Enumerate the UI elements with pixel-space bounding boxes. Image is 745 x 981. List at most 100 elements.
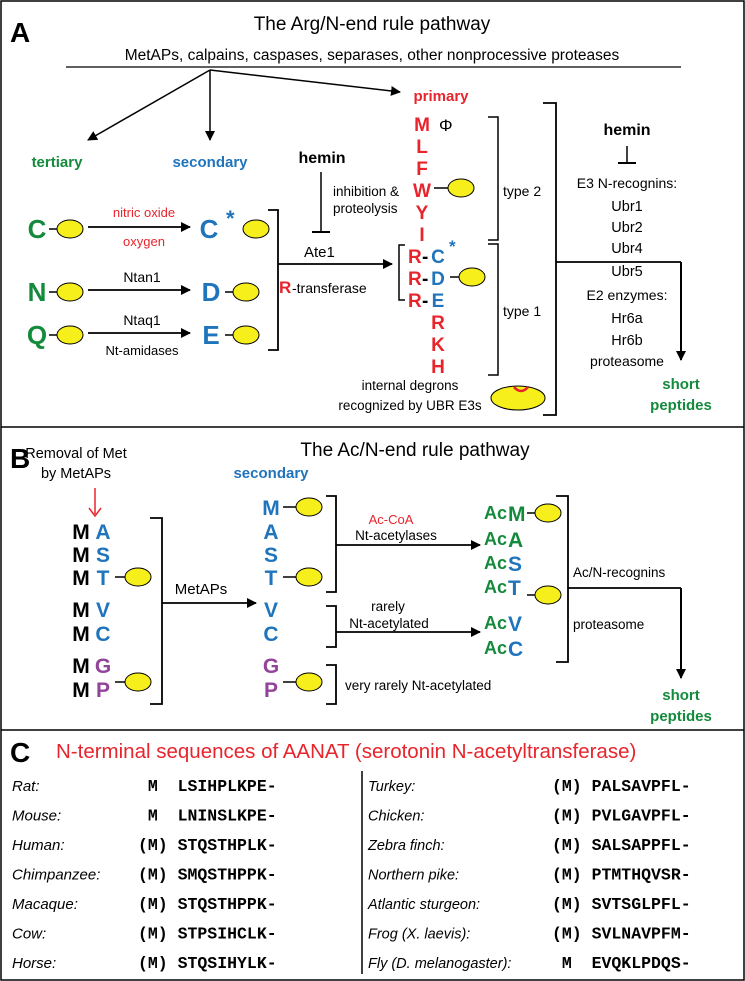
acetylated-residue: A [508, 529, 523, 552]
ntan1-label: Ntan1 [123, 269, 161, 285]
protein-blob [232, 325, 260, 345]
hemin-label: hemin [298, 150, 345, 167]
species-name: Chicken: [368, 809, 424, 825]
internal-degron-protein [490, 385, 546, 411]
ate1-label: Ate1 [304, 244, 335, 261]
ac-prefix: Ac [484, 553, 507, 573]
species-name: Human: [12, 837, 65, 854]
ac-prefix: Ac [484, 529, 507, 549]
protein-blob [295, 672, 323, 692]
species-name: Cow: [12, 926, 46, 943]
type1-residue: E [432, 291, 445, 312]
arginine-prefix: R [408, 291, 422, 312]
species-name: Atlantic sturgeon: [367, 897, 480, 913]
secondary-residue: G [263, 655, 279, 678]
panel-c: C N-terminal sequences of AANAT (seroton… [10, 737, 691, 974]
acetylated-residue: M [508, 503, 526, 526]
type2-residue: L [416, 137, 428, 158]
ubr-item: Ubr1 [611, 199, 642, 215]
secondary-residue: V [264, 599, 278, 622]
acetylated-residue: T [508, 577, 521, 600]
ac-recognition-bracket [556, 495, 569, 663]
ntaq1-label: Ntaq1 [123, 312, 161, 328]
aanat-sequence: M LNINSLKPE- [138, 807, 277, 826]
internal-degrons-label: internal degrons [362, 378, 459, 393]
type1-residue: R [431, 313, 445, 334]
protein-blob [295, 567, 323, 587]
protein-blob [534, 503, 562, 523]
e2-item: Hr6b [611, 333, 642, 349]
protein-blob [56, 325, 84, 345]
aanat-sequence: (M) SVTSGLPFL- [552, 895, 691, 914]
secondary-residue: P [264, 679, 278, 702]
met-residue: M [72, 599, 90, 622]
met-residue: M [72, 567, 90, 590]
species-name: Zebra finch: [367, 838, 445, 854]
protein-blob [124, 567, 152, 587]
protein-blob [56, 282, 84, 302]
peptide-dash: - [422, 291, 428, 312]
type1-bracket [488, 243, 499, 376]
protein-blob [232, 282, 260, 302]
protein-blob [56, 219, 84, 239]
r-letter: R [279, 278, 291, 297]
acetylation-bracket [326, 495, 337, 593]
arginine-prefix: R [408, 269, 422, 290]
nitric-oxide-label: nitric oxide [113, 205, 175, 220]
arrow-to-primary [209, 69, 401, 96]
nt-acetylated-label: Nt-acetylated [349, 616, 429, 631]
second-residue: V [96, 599, 110, 622]
type2-bracket [488, 116, 499, 241]
metaps-label: MetAPs [175, 581, 228, 598]
arginine-prefix: R [408, 247, 422, 268]
type2-residue: F [416, 159, 428, 180]
r-transferase-label: -transferase [292, 280, 367, 296]
very-rarely-bracket [326, 664, 337, 705]
oxidized-star: * [226, 206, 235, 231]
tertiary-residue: Q [27, 320, 47, 350]
inhibition-label: inhibition & [333, 184, 399, 199]
species-name: Frog (X. laevis): [368, 927, 470, 943]
proteasome-label: proteasome [573, 617, 644, 632]
tertiary-residue: C [28, 214, 47, 244]
secondary-residue: C [200, 214, 219, 244]
secondary-label: secondary [172, 154, 248, 171]
aanat-sequence: M LSIHPLKPE- [138, 777, 277, 796]
secondary-residue: E [202, 320, 219, 350]
recognition-bracket [543, 102, 557, 416]
protein-blob [295, 497, 323, 517]
aanat-sequence: (M) PVLGAVPFL- [552, 807, 691, 826]
species-name: Turkey: [368, 779, 415, 795]
panel-b-letter: B [10, 443, 30, 474]
removal-label-2: by MetAPs [41, 466, 111, 482]
species-name: Macaque: [12, 896, 78, 913]
second-residue: C [95, 623, 110, 646]
type2-residue: Y [416, 203, 429, 224]
ac-prefix: Ac [484, 577, 507, 597]
secondary-bracket [268, 209, 279, 351]
ac-prefix: Ac [484, 503, 507, 523]
type1-residue: H [431, 357, 445, 378]
e3-title: E3 N-recognins: [577, 175, 677, 191]
panel-b: B The Ac/N-end rule pathway Removal of M… [10, 440, 712, 725]
peptide-dash: - [422, 269, 428, 290]
second-residue: A [95, 521, 110, 544]
ubr-e3s-label: recognized by UBR E3s [338, 398, 482, 413]
right-species-list: Turkey:(M) PALSAVPFL-Chicken:(M) PVLGAVP… [367, 777, 691, 973]
proteolysis-label: proteolysis [333, 201, 398, 216]
peptides-label: peptides [650, 397, 712, 414]
second-residue: S [96, 544, 110, 567]
phi-symbol: Φ [439, 116, 453, 135]
met-residue: M [72, 655, 90, 678]
nt-amidases-label: Nt-amidases [106, 343, 179, 358]
peptide-dash: - [422, 247, 428, 268]
arginylated-bracket [398, 244, 405, 301]
aanat-sequence: (M) SVLNAVPFM- [552, 925, 691, 944]
type1-residue: K [431, 335, 445, 356]
species-name: Mouse: [12, 808, 61, 825]
met-residue: M [72, 544, 90, 567]
panel-b-title: The Ac/N-end rule pathway [300, 440, 530, 461]
aanat-sequence: (M) STQSTHPLK- [138, 836, 277, 855]
